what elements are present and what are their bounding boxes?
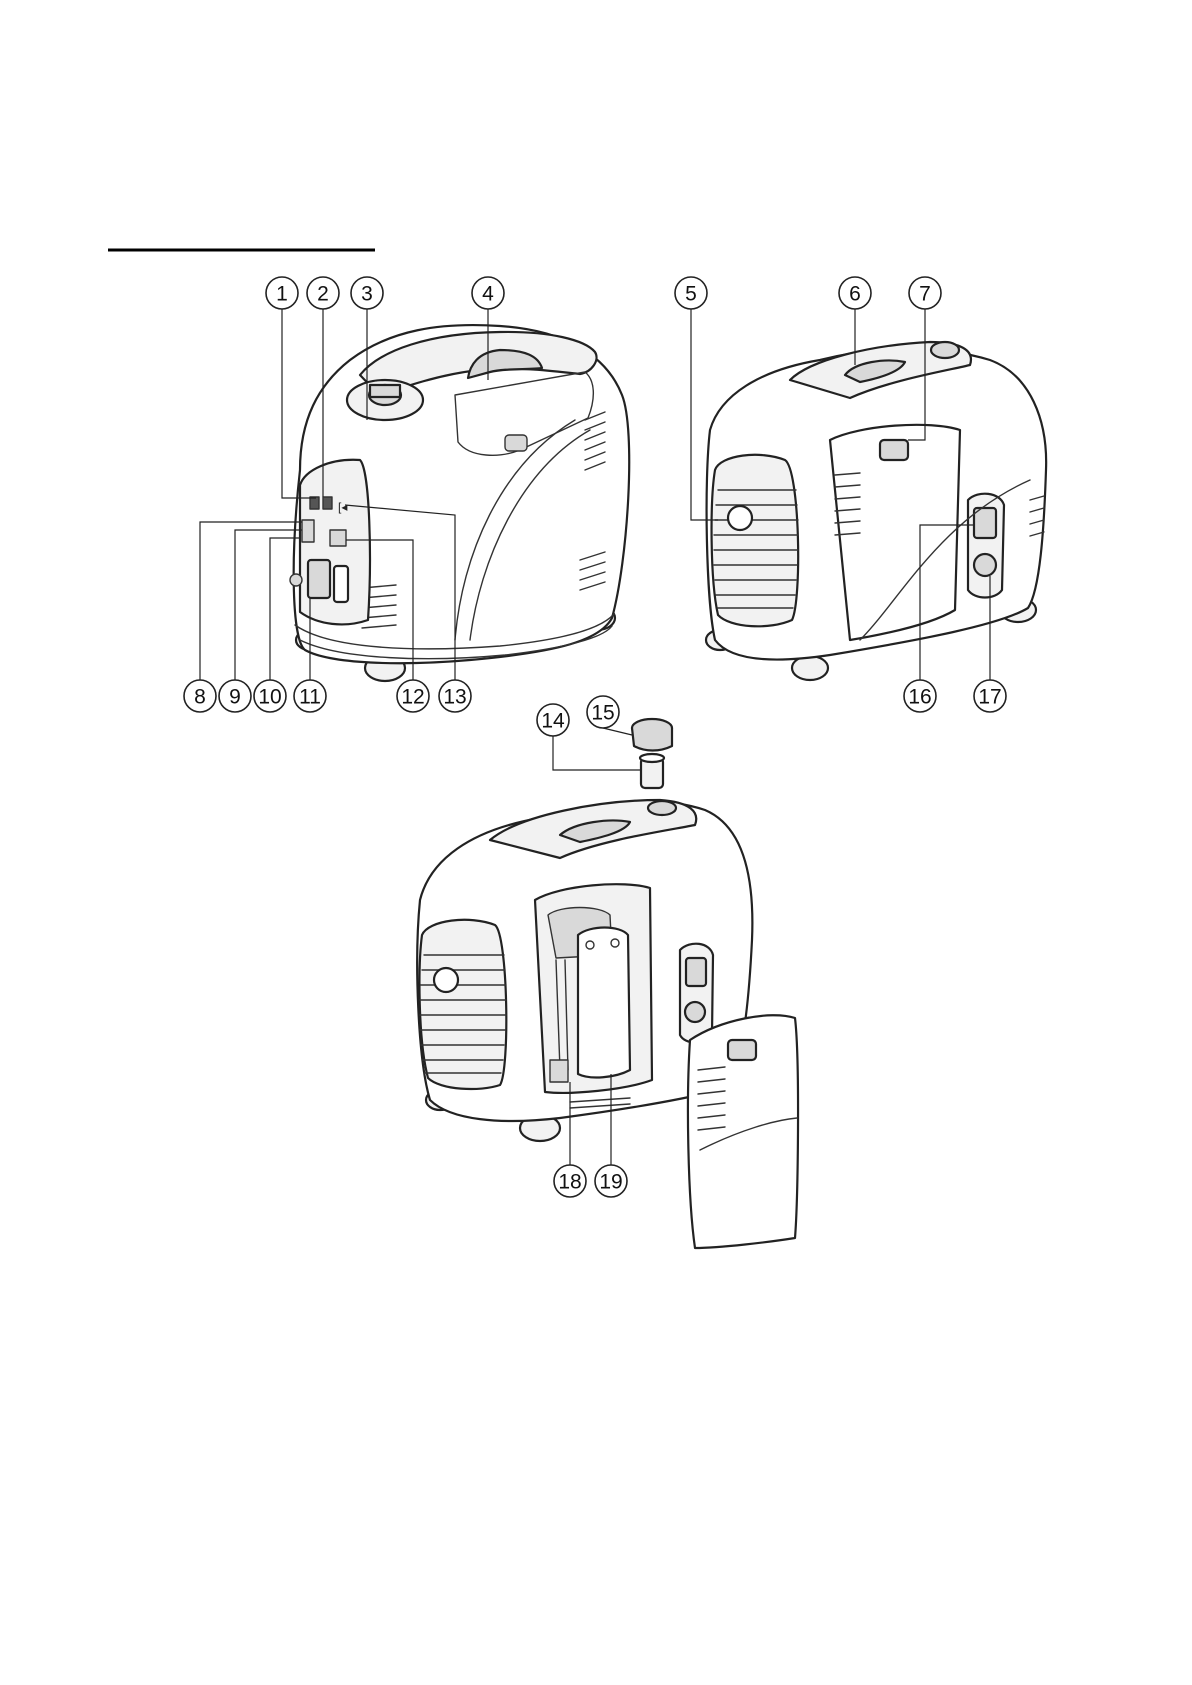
callout-9: 9: [219, 680, 251, 712]
generator-front-view: [◂: [290, 325, 629, 681]
callout-9-label: 9: [229, 686, 241, 709]
callout-3-label: 3: [361, 283, 373, 306]
cover-latch: [505, 435, 527, 451]
air-filter: [578, 928, 630, 1078]
callout-16-label: 16: [908, 686, 931, 709]
ac-outlet-cover: [334, 566, 348, 602]
ac-outlet: [308, 560, 330, 598]
callout-6: 6: [839, 277, 871, 309]
dc-outlet: [686, 958, 706, 986]
generator-rear-view: [706, 342, 1046, 680]
callout-12: 12: [397, 680, 429, 712]
exhaust-outlet: [434, 968, 458, 992]
callout-16: 16: [904, 680, 936, 712]
exhaust-outlet: [728, 506, 752, 530]
callout-2: 2: [307, 277, 339, 309]
eco-switch: [302, 520, 314, 542]
callout-13: 13: [439, 680, 471, 712]
callout-1-label: 1: [276, 283, 288, 306]
exhaust-grille: [420, 920, 507, 1089]
fuel-cap: [931, 342, 959, 358]
callout-8: 8: [184, 680, 216, 712]
callout-11-label: 11: [299, 686, 321, 709]
callout-12-label: 12: [401, 686, 424, 709]
callout-14: 14: [537, 704, 569, 736]
callout-4-label: 4: [482, 283, 494, 306]
exhaust-grille: [712, 455, 799, 627]
callout-19: 19: [595, 1165, 627, 1197]
fuel-filler-neck: [648, 801, 676, 815]
callout-5-label: 5: [685, 283, 697, 306]
ground-terminal: [290, 574, 302, 586]
callout-17-label: 17: [978, 686, 1001, 709]
callout-15: 15: [587, 696, 619, 728]
callout-3: 3: [351, 277, 383, 309]
cover-knob: [728, 1040, 756, 1060]
panel-symbol: [◂: [338, 500, 347, 514]
callout-4: 4: [472, 277, 504, 309]
callout-11: 11: [294, 680, 326, 712]
fuel-cap-detached: [632, 728, 672, 751]
callout-7: 7: [909, 277, 941, 309]
callout-6-label: 6: [849, 283, 861, 306]
choke-knob: [685, 1002, 705, 1022]
dc-outlet: [974, 508, 996, 538]
callout-10-label: 10: [258, 686, 281, 709]
reset-button: [330, 530, 346, 546]
callout-17: 17: [974, 680, 1006, 712]
indicator-light: [310, 497, 319, 509]
callout-5: 5: [675, 277, 707, 309]
indicator-light: [323, 497, 332, 509]
callout-10: 10: [254, 680, 286, 712]
callout-19-label: 19: [599, 1171, 622, 1194]
cover-knob: [880, 440, 908, 460]
fuel-cap: [370, 385, 400, 397]
choke-knob: [974, 554, 996, 576]
callout-18: 18: [554, 1165, 586, 1197]
callout-2-label: 2: [317, 283, 329, 306]
oil-filler: [550, 1060, 568, 1082]
fuel-strainer-rim: [640, 754, 664, 762]
callout-1: 1: [266, 277, 298, 309]
callout-14-label: 14: [541, 710, 565, 733]
callout-13-label: 13: [443, 686, 466, 709]
callout-8-label: 8: [194, 686, 206, 709]
callout-7-label: 7: [919, 283, 931, 306]
callout-18-label: 18: [558, 1171, 581, 1194]
callout-15-label: 15: [591, 702, 614, 725]
